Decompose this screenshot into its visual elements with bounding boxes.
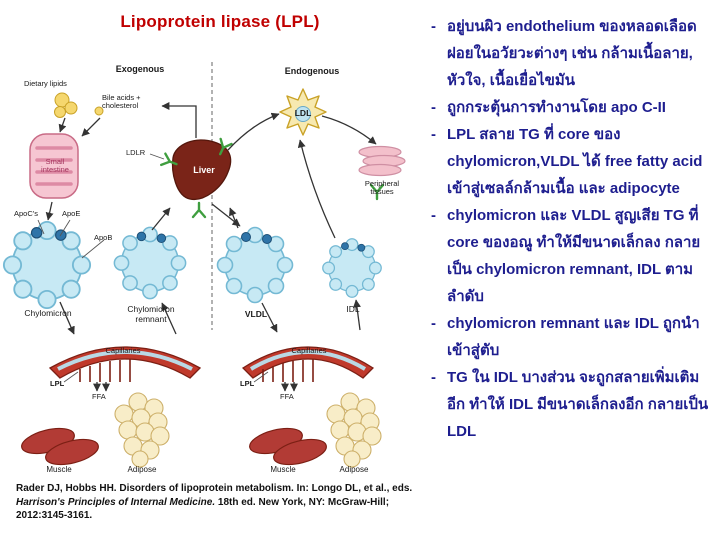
note-bullet-text: chylomicron และ VLDL สูญเสีย TG ที่ core… (447, 207, 701, 305)
bullet-dash: - (431, 369, 436, 386)
lpl-label-right: LPL (240, 379, 255, 388)
note-bullet-text: อยู่บนผิว endothelium ของหลอดเลือดฝอยในอ… (447, 18, 697, 89)
notes-panel: - อยู่บนผิว endothelium ของหลอดเลือดฝอยใ… (431, 13, 713, 445)
adipose-label-right: Adipose (339, 465, 369, 474)
note-bullet-5: - chylomicron remnant และ IDL ถูกนำเข้าส… (431, 310, 713, 364)
adipose-right-icon (326, 392, 382, 468)
bullet-dash: - (431, 126, 436, 143)
chylomicron-remnant-particle (113, 226, 187, 300)
muscle-label-left: Muscle (46, 465, 72, 474)
lpl-enzyme-teeth-left (63, 359, 131, 383)
slide-title: Lipoprotein lipase (LPL) (120, 12, 320, 31)
muscle-label-right: Muscle (270, 465, 296, 474)
note-bullet-2: - ถูกกระตุ้นการทำงานโดย apo C-II (431, 94, 713, 121)
lpl-enzyme-teeth-right (253, 359, 314, 383)
dietary-lipids-icon (54, 92, 78, 118)
note-bullet-1: - อยู่บนผิว endothelium ของหลอดเลือดฝอยใ… (431, 13, 713, 94)
note-bullet-6: - TG ใน IDL บางส่วน จะถูกสลายเพิ่มเติมอี… (431, 364, 713, 445)
bullet-dash: - (431, 99, 436, 116)
vldl-particle (216, 226, 294, 304)
ffa-label-right: FFA (280, 392, 294, 401)
lpl-label-left: LPL (50, 379, 65, 388)
section-label-exogenous: Exogenous (115, 64, 165, 74)
apob-label: ApoB (94, 233, 113, 242)
citation: Rader DJ, Hobbs HH. Disorders of lipopro… (16, 482, 420, 523)
vldl-label: VLDL (244, 309, 268, 319)
ldl-label: LDL (294, 108, 312, 118)
bile-acids-label: Bile acids + cholesterol (102, 93, 141, 111)
capillary-left-illustration (48, 346, 202, 379)
bullet-dash: - (431, 207, 436, 224)
idl-particle (322, 238, 382, 298)
liver-label: Liver (193, 165, 215, 175)
note-bullet-text: ถูกกระตุ้นการทำงานโดย apo C-II (447, 99, 666, 116)
capillaries-label-left: Capillaries (105, 346, 141, 355)
dietary-lipids-label: Dietary lipids (24, 79, 67, 88)
chylomicron-particle (2, 220, 92, 310)
capillaries-label-right: Capillaries (291, 346, 327, 355)
small-intestine-illustration (29, 133, 79, 199)
liver-illustration (171, 139, 232, 201)
apolipoprotein-pointer-lines (37, 153, 165, 259)
peripheral-tissues-label: Peripheral tissues (364, 179, 400, 197)
citation-text-end: 18th ed. New York, NY: McGraw-Hill; 2012… (16, 496, 390, 522)
ldlr-label: LDLR (126, 148, 146, 157)
muscle-right-icon (249, 427, 327, 466)
idl-label: IDL (346, 304, 360, 314)
bile-acid-droplet-icon (94, 106, 104, 116)
note-bullet-4: - chylomicron และ VLDL สูญเสีย TG ที่ co… (431, 202, 713, 310)
apocs-label: ApoC's (14, 209, 38, 218)
bullet-dash: - (431, 18, 436, 35)
pathway-flow-arrows (45, 102, 377, 335)
peripheral-tissues-icon (358, 145, 406, 177)
apoe-label: ApoE (62, 209, 81, 218)
chylomicron-label: Chylomicron (24, 308, 72, 318)
section-label-endogenous: Endogenous (284, 66, 340, 76)
citation-text-start: Rader DJ, Hobbs HH. Disorders of lipopro… (16, 483, 413, 494)
chylomicron-remnant-label: Chylomicron remnant (127, 304, 175, 324)
note-bullet-text: LPL สลาย TG ที่ core ของ chylomicron,VLD… (447, 126, 703, 197)
metabolism-diagram (2, 62, 406, 468)
ffa-release-arrows-left (93, 382, 110, 392)
ffa-label-left: FFA (92, 392, 106, 401)
adipose-label-left: Adipose (127, 465, 157, 474)
bullet-dash: - (431, 315, 436, 332)
small-intestine-label: Small intestine (41, 157, 69, 175)
citation-book-title: Harrison's Principles of Internal Medici… (16, 496, 216, 508)
ldl-particle-icon (279, 88, 327, 136)
note-bullet-text: TG ใน IDL บางส่วน จะถูกสลายเพิ่มเติมอีก … (447, 369, 709, 440)
capillary-right-illustration (241, 346, 375, 379)
note-bullet-text: chylomicron remnant และ IDL ถูกนำเข้าสู่… (447, 315, 700, 359)
muscle-left-icon (21, 427, 99, 466)
note-bullet-3: - LPL สลาย TG ที่ core ของ chylomicron,V… (431, 121, 713, 202)
adipose-left-icon (114, 392, 170, 468)
ffa-release-arrows-right (281, 382, 298, 392)
